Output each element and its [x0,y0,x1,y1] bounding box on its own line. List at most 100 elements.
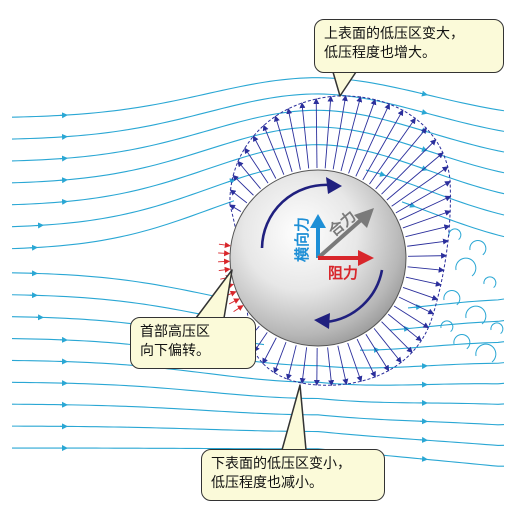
streamline [11,168,271,228]
streamline-arrow [59,198,68,205]
rotation-arrow-upper [260,183,331,249]
streamline-arrow [419,90,428,97]
pressure-arrow [402,287,439,301]
pressure-arrow [407,238,449,247]
pressure-arrow [232,174,254,196]
pressure-arrow [299,102,310,169]
resultant-force-arrowhead [354,208,374,228]
streamline-arrow [419,109,428,115]
callout-pointers [195,71,357,451]
rotation-arrowhead-upper [326,177,342,194]
top-callout-pointer [332,71,357,97]
high-pressure-arrow [218,266,231,273]
pressure-arrow [387,313,423,342]
pressure-arrow [373,328,402,364]
callout-text-line: 下表面的低压区变小， [211,456,351,472]
rotation-arrowhead-lower [314,313,330,329]
streamline [11,200,235,250]
streamline-arrow [401,325,410,332]
pressure-arrow [405,276,442,287]
pressure-arrow [313,98,320,169]
pressure-arrow [356,338,376,378]
streamline [365,169,505,216]
turbulence-swirl [483,276,497,288]
pressure-arrow [369,117,416,185]
turbulence-swirl [469,240,487,256]
streamline-arrow [407,202,416,208]
pressure-arrow [365,333,390,372]
pressure-arrow [253,332,268,353]
turbulence-swirl [465,305,487,325]
pressure-arrow [399,195,452,221]
pressure-arrows [229,94,452,387]
pressure-arrow [262,124,285,175]
streamline-arrow [227,178,236,185]
pressure-arrow [332,94,348,170]
drag-force-label: 阻力 [328,264,358,282]
pressure-arrow [337,345,349,385]
streamline-arrow [419,165,428,172]
rotation-arrow-lower [325,269,384,324]
pressure-arrow [381,139,437,195]
pressure-arrow [229,204,242,212]
pressure-arrow [286,107,301,170]
pressure-arrow [273,341,287,374]
lateral-force-arrowhead [310,214,326,228]
pressure-arrow [398,296,435,315]
pressure-arrow [355,103,390,177]
pressure-arrow [327,347,335,387]
pressure-arrow [405,224,451,238]
callout-text-line: 上表面的低压区变大， [324,26,464,42]
streamline [401,201,505,238]
lateral-force-label: 横向力 [293,217,311,262]
streamline [11,338,505,369]
resultant-force-arrow [316,217,364,260]
force-vectors: 横向力 合力 阻力 [293,207,374,282]
turbulence-swirl [440,320,454,332]
pressure-arrow [402,210,452,229]
pressure-arrow [286,345,297,381]
pressure-arrow [348,98,377,174]
pressure-arrow [262,337,277,365]
bottom-callout-pointer [281,384,307,451]
pressure-arrow [362,109,404,181]
callout-lower-low-pressure: 下表面的低压区变小， 低压程度也减小。 [201,449,385,501]
pressure-arrow [324,95,334,169]
turbulence-swirl [490,322,504,334]
drag-force-arrowhead [358,250,374,266]
pressure-arrow [407,252,448,259]
streamline [11,272,223,299]
pressure-arrow [386,152,444,201]
pressure-arrow [381,321,413,354]
callout-text-line: 低压程度也减小。 [211,475,323,491]
pressure-arrow [391,166,449,207]
pressure-arrow [237,160,261,189]
callout-text-line: 首部高压区 [140,324,210,340]
turbulence-swirl [443,290,461,306]
pressure-arrow [393,305,430,329]
streamline [11,77,505,118]
turbulence-swirl [453,334,471,350]
pressure-arrow [273,115,293,172]
pressure-arrow [252,135,277,179]
high-pressure-arrow [218,250,231,257]
streamline-arrow [377,171,386,177]
pressure-arrow [244,147,269,184]
turbulence-swirl [475,343,497,363]
high-pressure-arrow [218,242,231,249]
streamline [407,298,505,309]
turbulence-swirl [455,257,477,277]
wake-turbulence [440,228,504,363]
callout-text-line: 向下偏转。 [140,343,210,359]
callout-text-line: 低压程度也增大。 [324,45,436,61]
pressure-arrow [299,347,308,385]
streamline [11,425,505,446]
callout-front-high-pressure: 首部高压区 向下偏转。 [130,317,256,369]
high-pressure-arrow [228,298,240,305]
turbulence-swirl [448,228,462,240]
pressure-arrow [229,189,248,204]
pressure-arrow [395,181,451,214]
pressure-arrow [347,342,363,383]
streamline [11,381,505,405]
